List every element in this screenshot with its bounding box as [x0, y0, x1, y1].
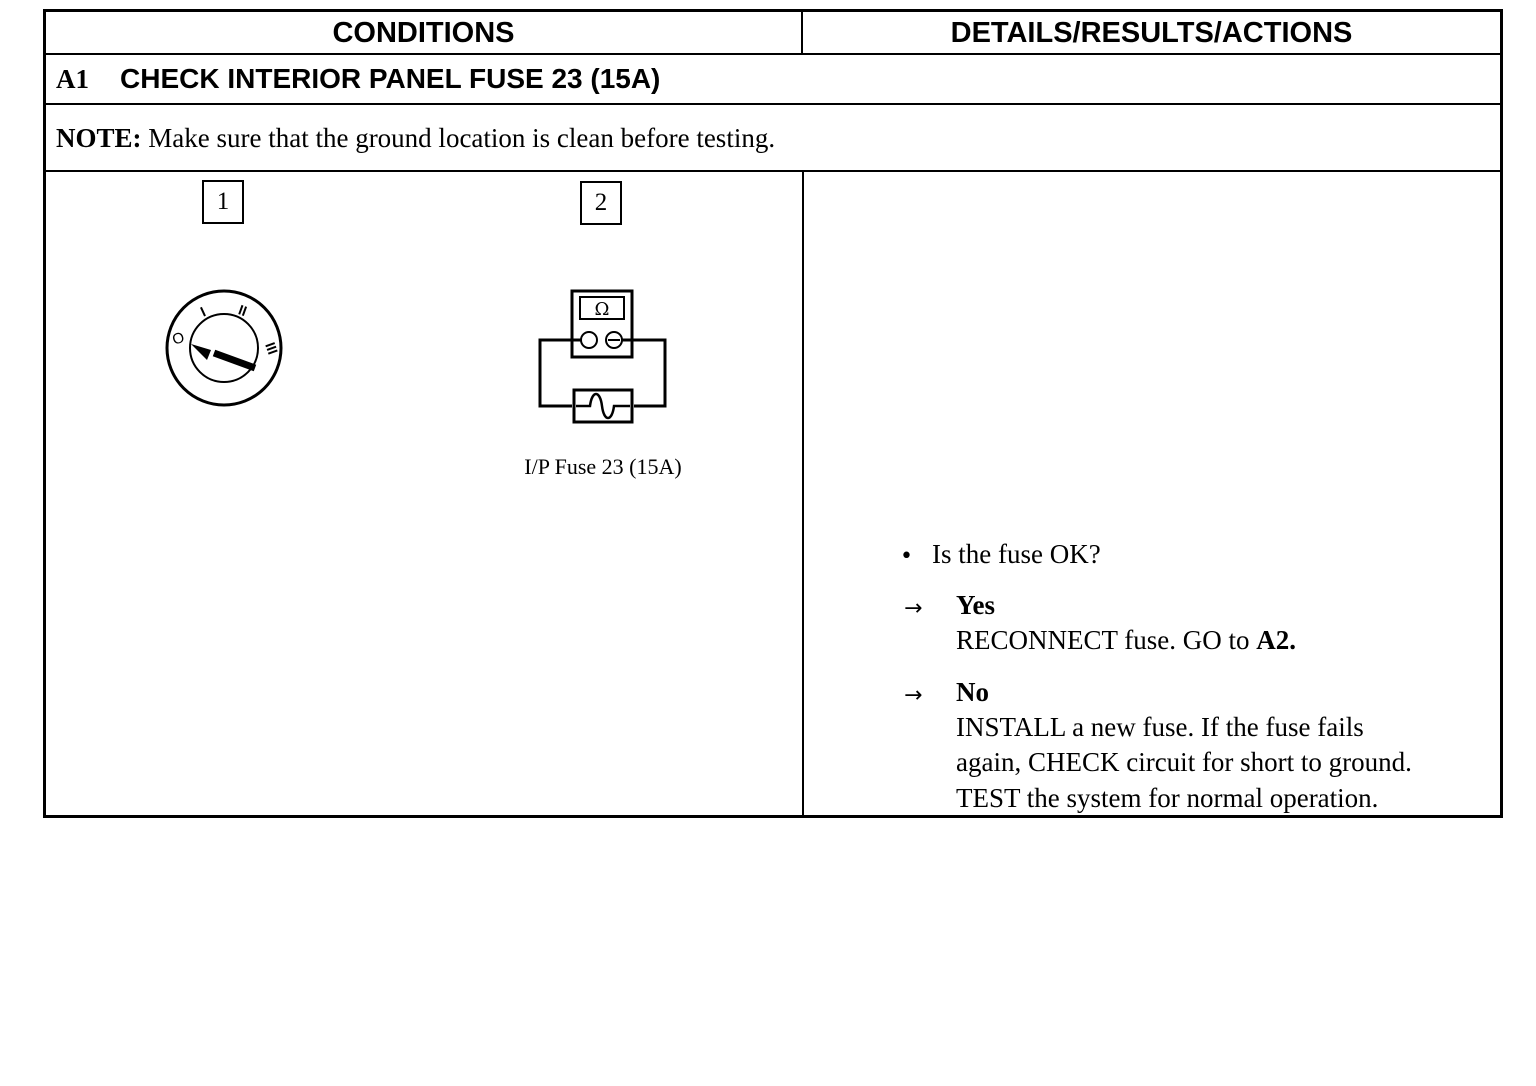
yes-action: RECONNECT fuse. GO to A2.	[956, 625, 1296, 656]
details-results-actions-header: DETAILS/RESULTS/ACTIONS	[803, 12, 1500, 55]
ignition-outer-ring	[165, 289, 283, 407]
no-label-text: No	[956, 677, 989, 707]
ohmmeter-fuse-icon: Ω	[538, 289, 667, 424]
no-action-line-1: INSTALL a new fuse. If the fuse fails	[956, 712, 1364, 742]
ignition-switch-off-icon: O I II III	[165, 289, 283, 407]
ignition-position-0: O	[170, 329, 187, 349]
meter-positive-jack	[580, 331, 598, 349]
yes-label-text: Yes	[956, 590, 995, 620]
note-row: NOTE: Make sure that the ground location…	[46, 105, 1500, 172]
ignition-position-1: I	[198, 303, 208, 319]
no-action-line-2: again, CHECK circuit for short to ground…	[956, 747, 1412, 777]
step-2-label-box: 2	[580, 181, 622, 225]
note-text: Make sure that the ground location is cl…	[141, 123, 776, 153]
question-bullet: •	[900, 544, 913, 569]
step-title-row: A1 CHECK INTERIOR PANEL FUSE 23 (15A)	[46, 55, 1500, 105]
no-arrow-icon: →	[904, 683, 923, 708]
ignition-position-3: III	[262, 340, 281, 356]
test-lead-right	[622, 338, 667, 408]
conditions-header: CONDITIONS	[46, 12, 803, 55]
ignition-inner-ring	[189, 313, 259, 383]
ohm-symbol: Ω	[595, 299, 610, 320]
yes-label: Yes	[956, 590, 995, 621]
ignition-key-tip	[191, 344, 211, 360]
no-label: No	[956, 677, 989, 708]
meter-display	[579, 296, 625, 320]
yes-action-text: RECONNECT fuse. GO to	[956, 625, 1257, 655]
test-lead-left	[538, 338, 581, 408]
step-title: CHECK INTERIOR PANEL FUSE 23 (15A)	[120, 63, 661, 94]
note-label: NOTE:	[56, 123, 142, 153]
ignition-key-shaft	[212, 349, 257, 372]
step-1-label-box: 1	[202, 180, 244, 224]
diagnostic-table: CONDITIONS DETAILS/RESULTS/ACTIONS A1 CH…	[43, 9, 1503, 818]
yes-arrow-icon: →	[904, 596, 923, 621]
no-action-line-3: TEST the system for normal operation.	[956, 783, 1379, 813]
question-text: Is the fuse OK?	[932, 539, 1101, 569]
fuse-caption: I/P Fuse 23 (15A)	[524, 454, 682, 479]
step-number: A1	[56, 63, 89, 94]
column-divider	[802, 172, 804, 818]
fuse-element	[576, 392, 630, 420]
yes-action-ref: A2.	[1256, 625, 1296, 655]
